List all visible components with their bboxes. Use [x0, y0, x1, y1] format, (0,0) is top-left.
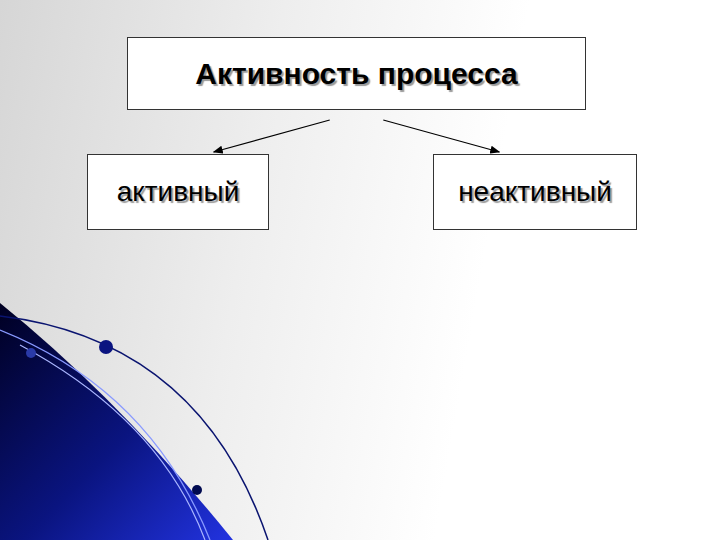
arrow-connector	[383, 120, 499, 152]
blue-corner	[0, 303, 233, 540]
box-label: активный	[117, 176, 240, 208]
box-label: Активность процесса	[195, 57, 517, 91]
title-box: Активность процесса	[127, 37, 586, 110]
curve-line	[20, 345, 205, 540]
state-box: активный	[87, 154, 269, 230]
curve-line	[0, 330, 210, 540]
dot	[99, 340, 113, 354]
dot	[26, 348, 36, 358]
curve-line	[0, 316, 268, 540]
dot	[192, 485, 202, 495]
state-box: неактивный	[433, 154, 637, 230]
arrow-connector	[214, 120, 330, 152]
box-label: неактивный	[458, 176, 612, 208]
